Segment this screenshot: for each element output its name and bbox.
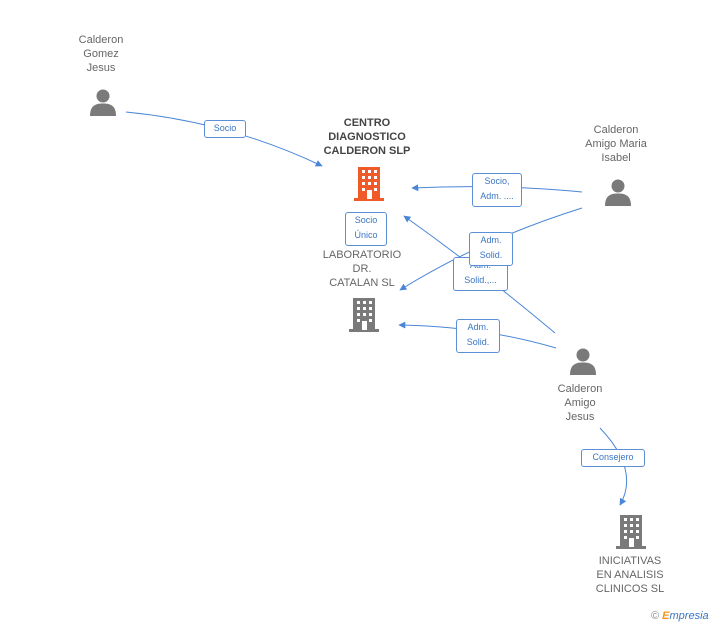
person-icon[interactable] (89, 88, 117, 116)
building-icon[interactable] (615, 515, 647, 549)
building-icon[interactable] (348, 298, 380, 332)
node-label: Calderon Amigo Jesus (557, 383, 603, 423)
node-calderon-amigo-maria-isabel[interactable]: Calderon Amigo Maria Isabel (570, 123, 662, 165)
node-label: Calderon Amigo Maria Isabel (585, 124, 647, 164)
edge-label-socio-unico[interactable]: Socio Único (345, 212, 387, 246)
node-label: LABORATORIO DR. CATALAN SL (322, 249, 402, 289)
brand-initial: E (662, 610, 670, 622)
brand-name: mpresia (669, 610, 709, 622)
building-icon[interactable] (353, 167, 385, 201)
node-label: INICIATIVAS EN ANALISIS CLINICOS SL (595, 555, 665, 595)
node-label: Calderon Gomez Jesus (78, 34, 124, 74)
person-icon[interactable] (604, 178, 632, 206)
node-calderon-amigo-jesus[interactable]: Calderon Amigo Jesus (540, 382, 620, 424)
node-calderon-gomez-jesus[interactable]: Calderon Gomez Jesus (56, 33, 146, 75)
edge-label-consejero[interactable]: Consejero (581, 449, 645, 467)
edge-label-adm-solid-front[interactable]: Adm. Solid. (469, 232, 513, 266)
node-label: CENTRO DIAGNOSTICO CALDERON SLP (323, 117, 411, 157)
copyright-symbol: © (651, 610, 660, 622)
empresia-watermark: © Empresia (651, 610, 709, 622)
edge-label-adm-solid-lower[interactable]: Adm. Solid. (456, 319, 500, 353)
node-iniciativas-analisis-clinicos[interactable]: INICIATIVAS EN ANALISIS CLINICOS SL (582, 554, 678, 596)
node-laboratorio-dr-catalan[interactable]: LABORATORIO DR. CATALAN SL (314, 248, 410, 290)
person-icon[interactable] (569, 347, 597, 375)
edge-label-socio[interactable]: Socio (204, 120, 246, 138)
node-centro-diagnostico[interactable]: CENTRO DIAGNOSTICO CALDERON SLP (312, 116, 422, 158)
edge-label-socio-adm[interactable]: Socio, Adm. .... (472, 173, 522, 207)
edge-jesus-iniciativas (599, 427, 628, 506)
